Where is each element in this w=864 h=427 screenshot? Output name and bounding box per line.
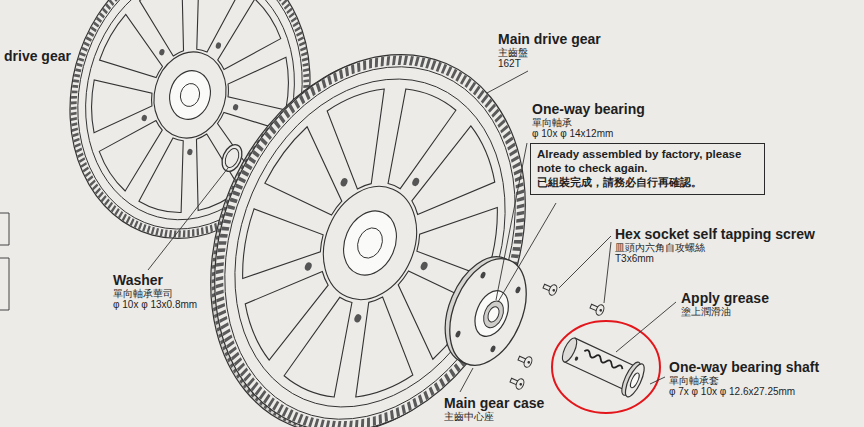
instruction: Apply grease: [680, 291, 770, 306]
part-name-zh: 皿頭內六角自攻螺絲: [614, 242, 706, 253]
leader-line: [148, 168, 228, 270]
dimension: φ 10x φ 14x12mm: [531, 128, 614, 139]
part-name: Main drive gear: [497, 32, 602, 47]
leader-line: [616, 302, 676, 352]
shaft-hole: [574, 356, 579, 361]
screw: [589, 301, 606, 316]
part-name: Main gear case: [443, 396, 545, 411]
highlight-circle: [552, 321, 660, 413]
screw-hole: [480, 271, 487, 279]
part-name: drive gear: [3, 49, 72, 64]
screw: [542, 281, 559, 296]
main-drive-gear: [158, 6, 581, 427]
note-text: Already assembled by factory, please not…: [537, 147, 758, 175]
dimension: φ 7x φ 10x φ 12.6x27.25mm: [668, 386, 796, 397]
note-text-zh: 已組裝完成，請務必自行再確認。: [537, 176, 758, 189]
one-way-bearing: [480, 298, 508, 331]
part-name-zh: 單向軸承華司: [112, 288, 174, 299]
shaft-bore: [629, 372, 641, 389]
leader-line: [496, 143, 527, 300]
leader-line: [487, 71, 528, 93]
grease-mark: [583, 349, 623, 371]
part-name-zh: 單向軸承套: [668, 375, 720, 386]
bearing-bore: [486, 305, 501, 324]
page-frame: [0, 213, 9, 310]
leader-line: [650, 377, 665, 384]
part-name: Hex socket self tapping screw: [614, 227, 816, 242]
washer-inner: [223, 146, 242, 169]
bearing-housing: [468, 286, 514, 342]
leader-line: [460, 368, 473, 392]
dimension: φ 10x φ 13x0.8mm: [112, 299, 198, 310]
dimension: T3x6mm: [614, 253, 655, 264]
one-way-bearing-shaft: [557, 332, 647, 400]
case-flange: [435, 247, 541, 377]
leader-line: [604, 242, 611, 303]
screw-hole: [515, 286, 522, 294]
part-name-zh: 單向軸承: [531, 117, 573, 128]
leader-line: [559, 236, 611, 288]
tooth-count: 162T: [497, 58, 522, 69]
part-name-zh: 主齒盤: [497, 47, 529, 58]
note-box: Already assembled by factory, please not…: [530, 143, 765, 195]
shaft-flange: [622, 362, 648, 400]
part-name: One-way bearing: [531, 102, 646, 117]
screw: [509, 375, 526, 390]
part-name-zh: 主齒中心座: [443, 411, 495, 422]
leader-line: [498, 203, 556, 302]
instruction-zh: 塗上潤滑油: [680, 306, 732, 317]
main-gear-case: [430, 245, 541, 377]
part-name: One-way bearing shaft: [668, 360, 820, 375]
screw: [517, 353, 534, 368]
screw-hole: [455, 330, 462, 338]
screw-hole: [490, 345, 497, 353]
part-name: Washer: [112, 273, 164, 288]
